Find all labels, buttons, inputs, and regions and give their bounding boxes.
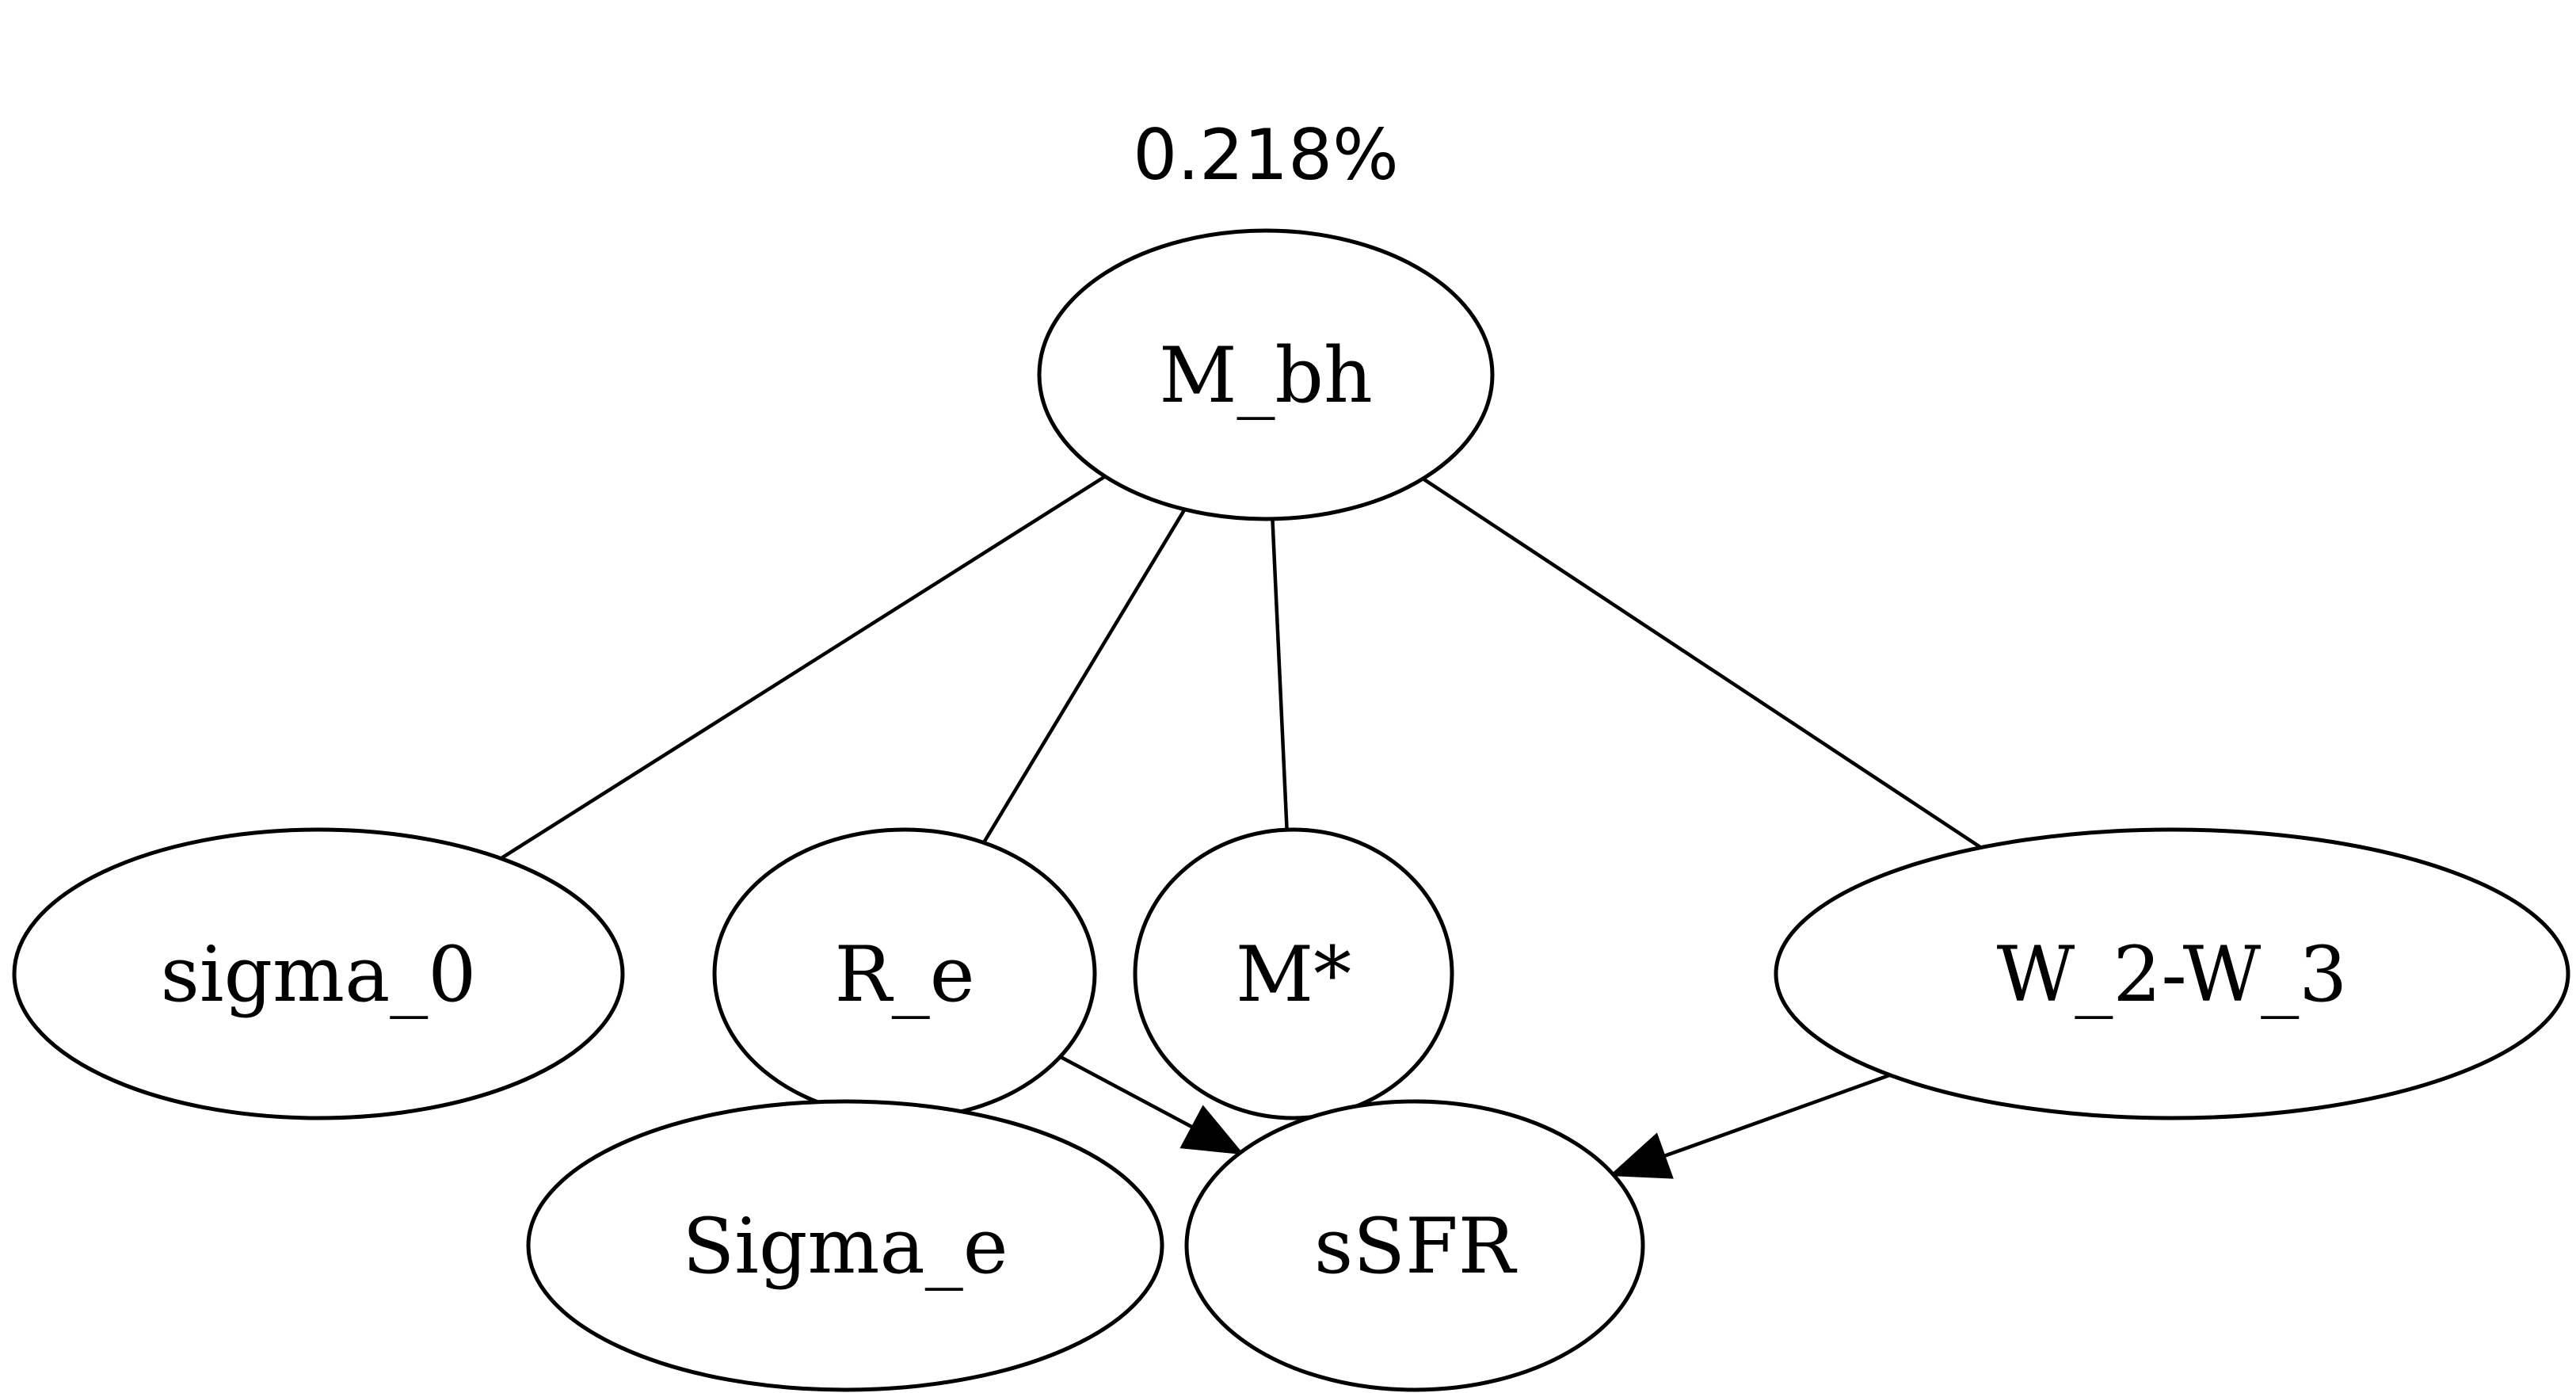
edge-mbh-mstar — [1271, 518, 1289, 830]
node-m-bh: M_bh — [1037, 228, 1495, 521]
node-ellipse — [1133, 827, 1454, 1120]
node-ssfr: sSFR — [1184, 1099, 1645, 1392]
node-ellipse — [1037, 228, 1495, 521]
node-label: W_2-W_3 — [1997, 930, 2348, 1019]
edge-re-ssfr — [1059, 1055, 1194, 1129]
node-ellipse — [526, 1099, 1164, 1392]
node-label: M* — [1236, 930, 1351, 1019]
node-label: sigma_0 — [161, 930, 477, 1019]
node-m-star: M* — [1133, 827, 1454, 1120]
node-ellipse — [1774, 827, 2570, 1120]
arrowhead-re-ssfr — [1179, 1105, 1244, 1155]
node-w2-w3: W_2-W_3 — [1774, 827, 2570, 1120]
node-ellipse — [12, 827, 625, 1120]
node-ellipse — [1184, 1099, 1645, 1392]
graph-label: 0.218% — [1133, 114, 1399, 196]
node-sigma-0: sigma_0 — [12, 827, 625, 1120]
node-label: R_e — [834, 930, 974, 1019]
edge-mbh-w2w3 — [1422, 477, 1983, 849]
arrowhead-w2w3-ssfr — [1609, 1132, 1674, 1179]
node-sigma-e: Sigma_e — [526, 1099, 1164, 1392]
node-label: sSFR — [1314, 1202, 1518, 1291]
node-label: Sigma_e — [683, 1202, 1008, 1291]
edge-mbh-re — [981, 508, 1187, 844]
node-r-e: R_e — [712, 827, 1097, 1120]
edge-mbh-sigma0 — [500, 475, 1107, 861]
edge-w2w3-ssfr — [1663, 1073, 1891, 1158]
node-label: M_bh — [1159, 331, 1373, 420]
